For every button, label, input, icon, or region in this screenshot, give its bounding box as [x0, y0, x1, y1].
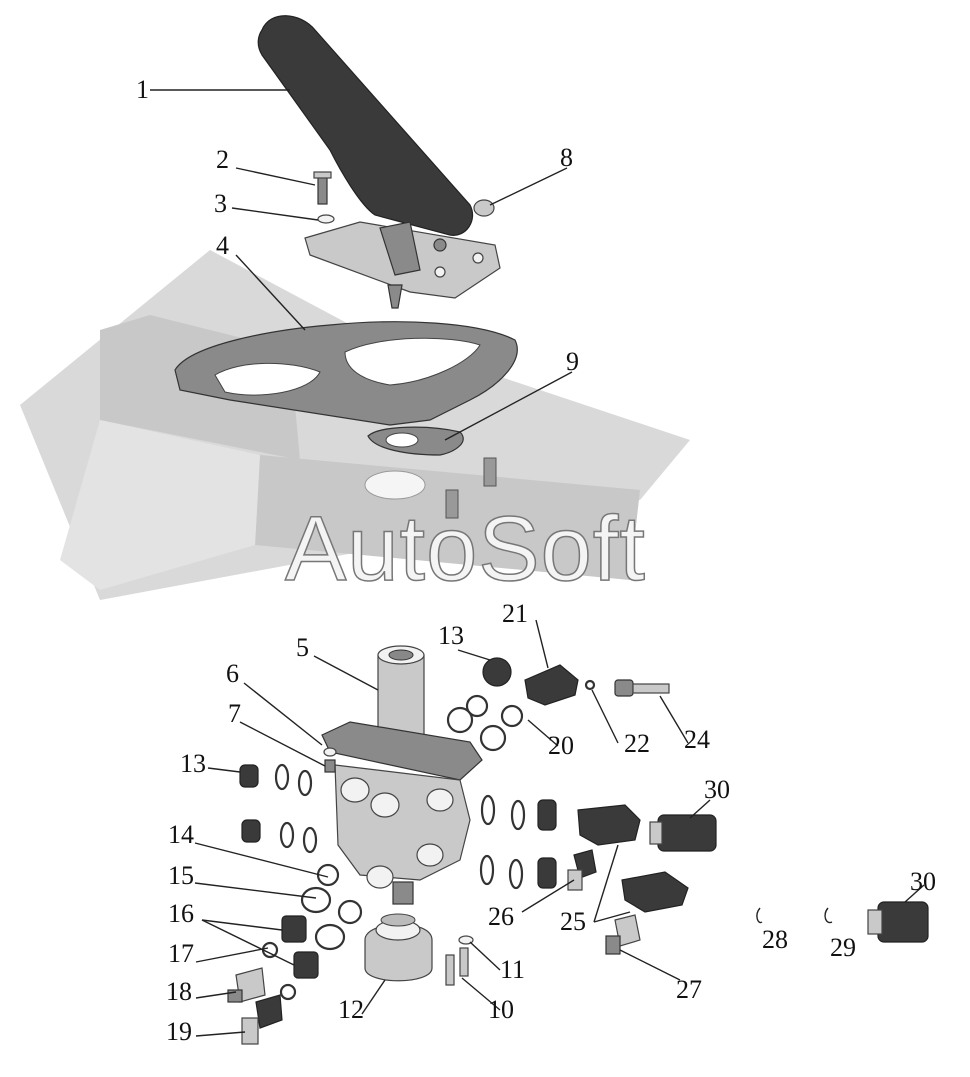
cap-part-12	[364, 913, 433, 982]
callout-17: 17	[168, 939, 194, 968]
callout-15: 15	[168, 861, 194, 890]
fittings-part-16	[281, 915, 319, 979]
plug-part-20	[537, 799, 557, 889]
callout-25: 25	[560, 907, 586, 936]
brake-valve-body	[321, 645, 483, 905]
clip-part-29	[824, 907, 833, 924]
callout-4: 4	[216, 231, 229, 260]
callout-20: 20	[548, 731, 574, 760]
clip-part-28	[756, 907, 763, 924]
washer-part-6	[323, 747, 337, 757]
callout-22: 22	[624, 729, 650, 758]
callout-2: 2	[216, 145, 229, 174]
callout-13-left: 13	[180, 749, 206, 778]
elbow-fitting-part-25	[577, 804, 689, 913]
callout-10: 10	[488, 995, 514, 1024]
callout-16: 16	[168, 899, 194, 928]
fitting-part-26	[567, 849, 597, 891]
filter-part-30b	[867, 901, 929, 943]
callout-28: 28	[762, 925, 788, 954]
callout-7: 7	[228, 699, 241, 728]
callout-24: 24	[684, 725, 710, 754]
cap-part-8	[473, 199, 495, 217]
pedal-base-plate	[304, 221, 501, 309]
leader-lines	[150, 89, 925, 1037]
gasket-part-9	[367, 426, 464, 456]
bolt-part-10	[445, 947, 469, 986]
pedal-lever	[257, 15, 474, 236]
callout-6: 6	[226, 659, 239, 688]
bolt-part-24	[614, 679, 670, 697]
callout-11: 11	[500, 955, 525, 984]
callout-1: 1	[136, 75, 149, 104]
callout-27: 27	[676, 975, 702, 1004]
washer-part-11	[458, 935, 474, 945]
callout-14: 14	[168, 820, 194, 849]
fitting-part-27	[605, 914, 641, 955]
callout-19: 19	[166, 1017, 192, 1046]
callout-3: 3	[214, 189, 227, 218]
washer-part-3	[317, 214, 335, 224]
callout-29: 29	[830, 933, 856, 962]
ring-part-17b	[279, 983, 297, 1001]
callout-labels: 1 2 3 4 8 9 5 6 7 13 14 15 16 17 18 19 1…	[136, 75, 936, 1046]
plug-part-13-right	[482, 657, 512, 687]
callout-30-a: 30	[704, 775, 730, 804]
callout-12: 12	[338, 995, 364, 1024]
plug-part-7	[324, 759, 336, 773]
bolt-part-2	[313, 171, 332, 205]
elbow-fitting-part-21	[524, 664, 579, 706]
seal-rings-right	[446, 694, 526, 890]
callout-8: 8	[560, 143, 573, 172]
filter-part-30a	[649, 814, 717, 852]
callout-18: 18	[166, 977, 192, 1006]
watermark-text: AutoSoft	[285, 498, 646, 600]
callout-9: 9	[566, 347, 579, 376]
callout-13-right: 13	[438, 621, 464, 650]
gasket-part-4	[174, 321, 518, 426]
plug-part-13-left	[239, 764, 261, 843]
fitting-part-18	[227, 967, 266, 1003]
callout-5: 5	[296, 633, 309, 662]
fitting-part-19	[241, 994, 283, 1045]
callout-26: 26	[488, 902, 514, 931]
ring-part-22	[584, 679, 596, 691]
callout-21: 21	[502, 599, 528, 628]
callout-30-b: 30	[910, 867, 936, 896]
